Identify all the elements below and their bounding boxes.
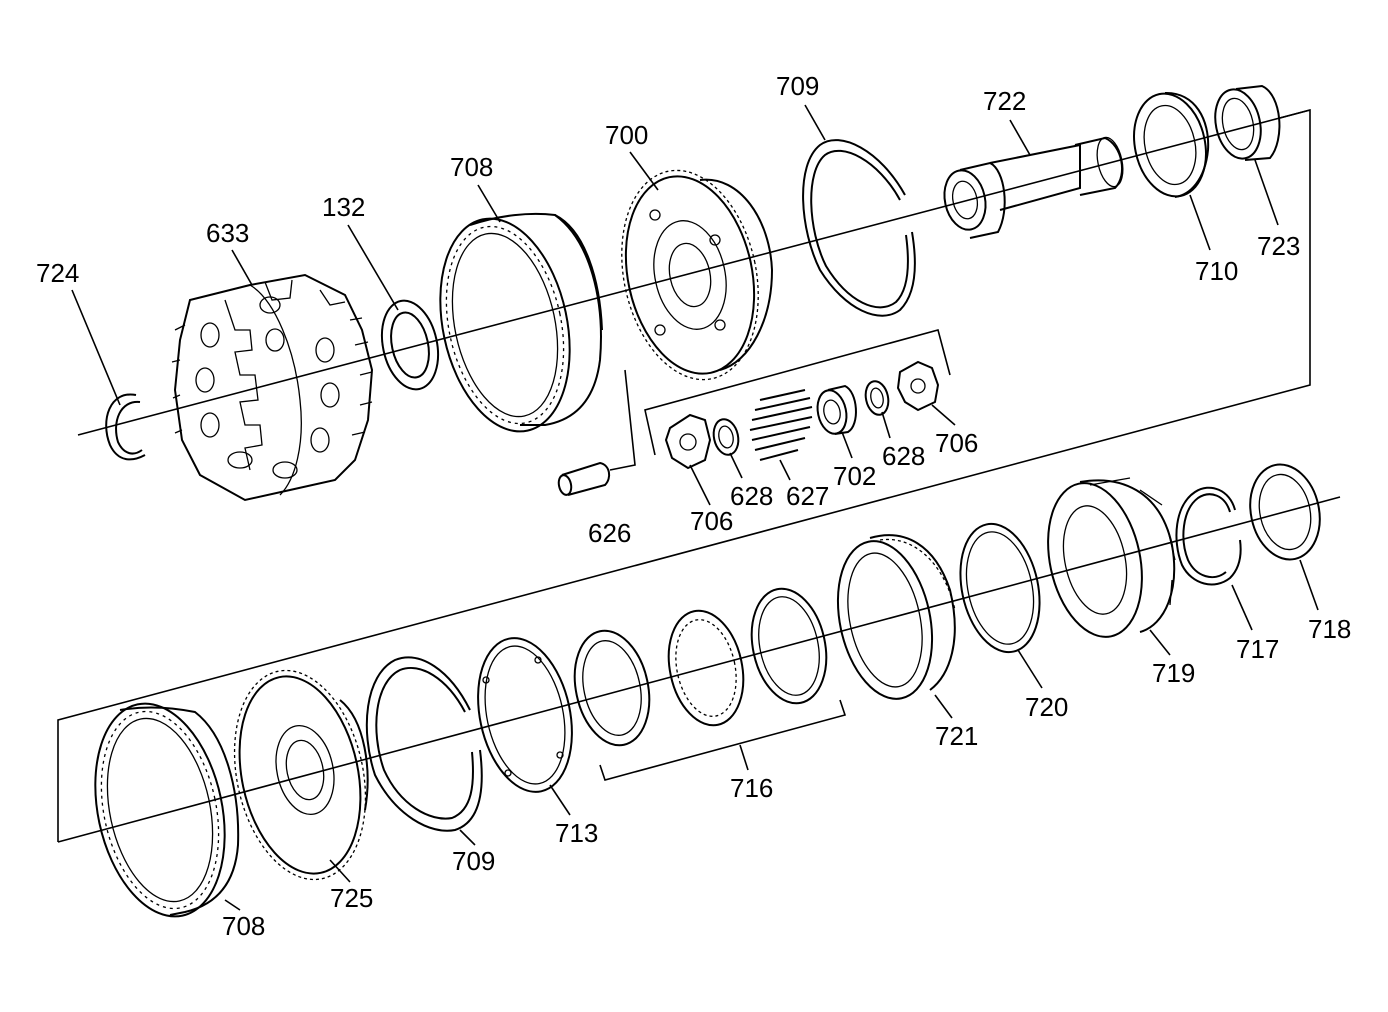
internal-gear-708-bottom bbox=[94, 702, 240, 918]
label-628-left: 628 bbox=[730, 481, 773, 511]
pinion-kit-bracket bbox=[644, 329, 951, 456]
snap-ring-724 bbox=[105, 393, 146, 461]
label-709-top: 709 bbox=[776, 71, 819, 101]
label-628-right: 628 bbox=[882, 441, 925, 471]
thrust-washer-132 bbox=[380, 299, 440, 391]
pinion-gear-702 bbox=[816, 384, 857, 435]
carrier-725 bbox=[233, 669, 369, 881]
bearing-710 bbox=[1133, 91, 1210, 198]
washer-628-left bbox=[712, 418, 740, 456]
label-722: 722 bbox=[983, 86, 1026, 116]
snap-ring-717 bbox=[1175, 486, 1242, 586]
shaft-722 bbox=[943, 136, 1124, 239]
label-706-right: 706 bbox=[935, 428, 978, 458]
drum-633 bbox=[171, 273, 374, 502]
leader-lines bbox=[71, 104, 1319, 911]
thrust-washer-706-left bbox=[664, 413, 712, 470]
label-710: 710 bbox=[1195, 256, 1238, 286]
label-626: 626 bbox=[588, 518, 631, 548]
sleeve-723 bbox=[1214, 84, 1281, 161]
label-708-bottom: 708 bbox=[222, 911, 265, 941]
label-708-top: 708 bbox=[450, 152, 493, 182]
snap-ring-709-top bbox=[802, 139, 916, 317]
label-132: 132 bbox=[322, 192, 365, 222]
label-633: 633 bbox=[206, 218, 249, 248]
label-713: 713 bbox=[555, 818, 598, 848]
label-723: 723 bbox=[1257, 231, 1300, 261]
label-706-left: 706 bbox=[690, 506, 733, 536]
label-700: 700 bbox=[605, 120, 648, 150]
upper-assembly-axis bbox=[57, 108, 1311, 842]
ring-720 bbox=[959, 522, 1041, 654]
callout-labels: 724 633 132 708 700 709 722 710 723 706 … bbox=[36, 71, 1351, 941]
label-725: 725 bbox=[330, 883, 373, 913]
thrust-washer-706-right bbox=[896, 360, 940, 412]
label-702: 702 bbox=[833, 461, 876, 491]
label-717: 717 bbox=[1236, 634, 1279, 664]
label-716: 716 bbox=[730, 773, 773, 803]
pin-626 bbox=[557, 461, 611, 496]
internal-gear-708-top bbox=[439, 212, 603, 433]
label-709-bottom: 709 bbox=[452, 846, 495, 876]
needle-bearing-627 bbox=[749, 389, 813, 461]
label-718: 718 bbox=[1308, 614, 1351, 644]
label-721: 721 bbox=[935, 721, 978, 751]
label-627: 627 bbox=[786, 481, 829, 511]
label-719: 719 bbox=[1152, 658, 1195, 688]
clutch-housing-719 bbox=[1047, 477, 1176, 638]
label-724: 724 bbox=[36, 258, 79, 288]
snap-ring-709-bottom bbox=[365, 656, 483, 832]
label-720: 720 bbox=[1025, 692, 1068, 722]
washer-628-right bbox=[864, 380, 890, 416]
carrier-assembly-700 bbox=[621, 169, 774, 381]
plate-713 bbox=[477, 637, 573, 793]
clutch-pack-716 bbox=[573, 587, 847, 781]
lower-assembly-axis bbox=[57, 496, 1341, 843]
ring-gear-721 bbox=[836, 534, 956, 700]
washer-718 bbox=[1249, 463, 1321, 561]
